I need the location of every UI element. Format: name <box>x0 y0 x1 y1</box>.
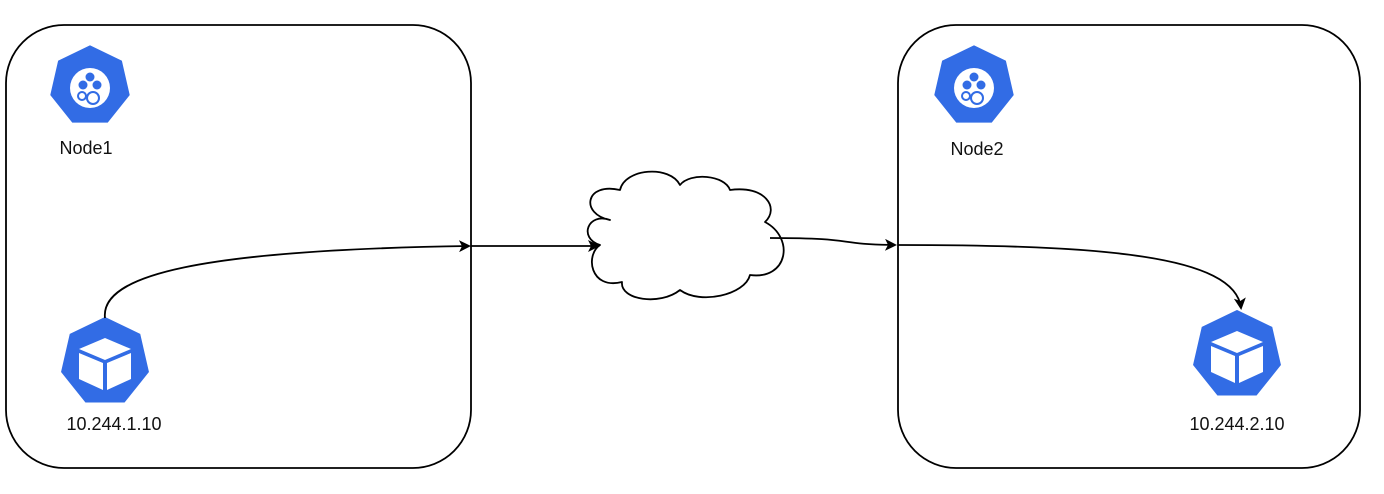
cloud-icon[interactable] <box>586 170 785 301</box>
kubernetes-node-icon <box>931 42 1017 126</box>
connector-node2-to-pod2 <box>897 244 1246 310</box>
kubernetes-pod-icon <box>57 313 153 406</box>
pod2-ip-label: 10.244.2.10 <box>1189 414 1284 434</box>
node2-label: Node2 <box>950 139 1003 159</box>
connector-pod1-to-node1-edge <box>104 240 471 319</box>
pod1-ip-label: 10.244.1.10 <box>66 414 161 434</box>
kubernetes-pod-icon <box>1189 306 1285 399</box>
node1-label: Node1 <box>59 138 112 158</box>
connector-cloud-to-node2 <box>769 237 897 251</box>
kubernetes-node-icon <box>47 42 133 126</box>
